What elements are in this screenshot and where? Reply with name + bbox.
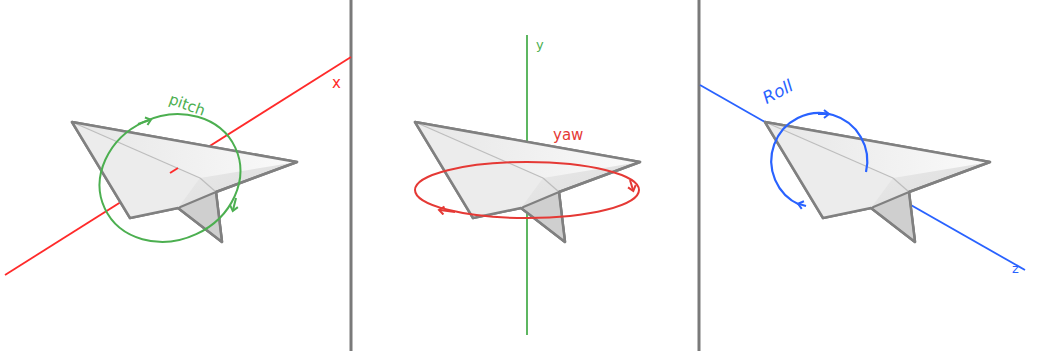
rotation-label: Roll xyxy=(760,77,796,107)
rotation-label: yaw xyxy=(553,128,583,143)
axis-label: x xyxy=(332,76,341,91)
axis-label: y xyxy=(536,38,544,51)
axis-label: z xyxy=(1012,262,1019,275)
